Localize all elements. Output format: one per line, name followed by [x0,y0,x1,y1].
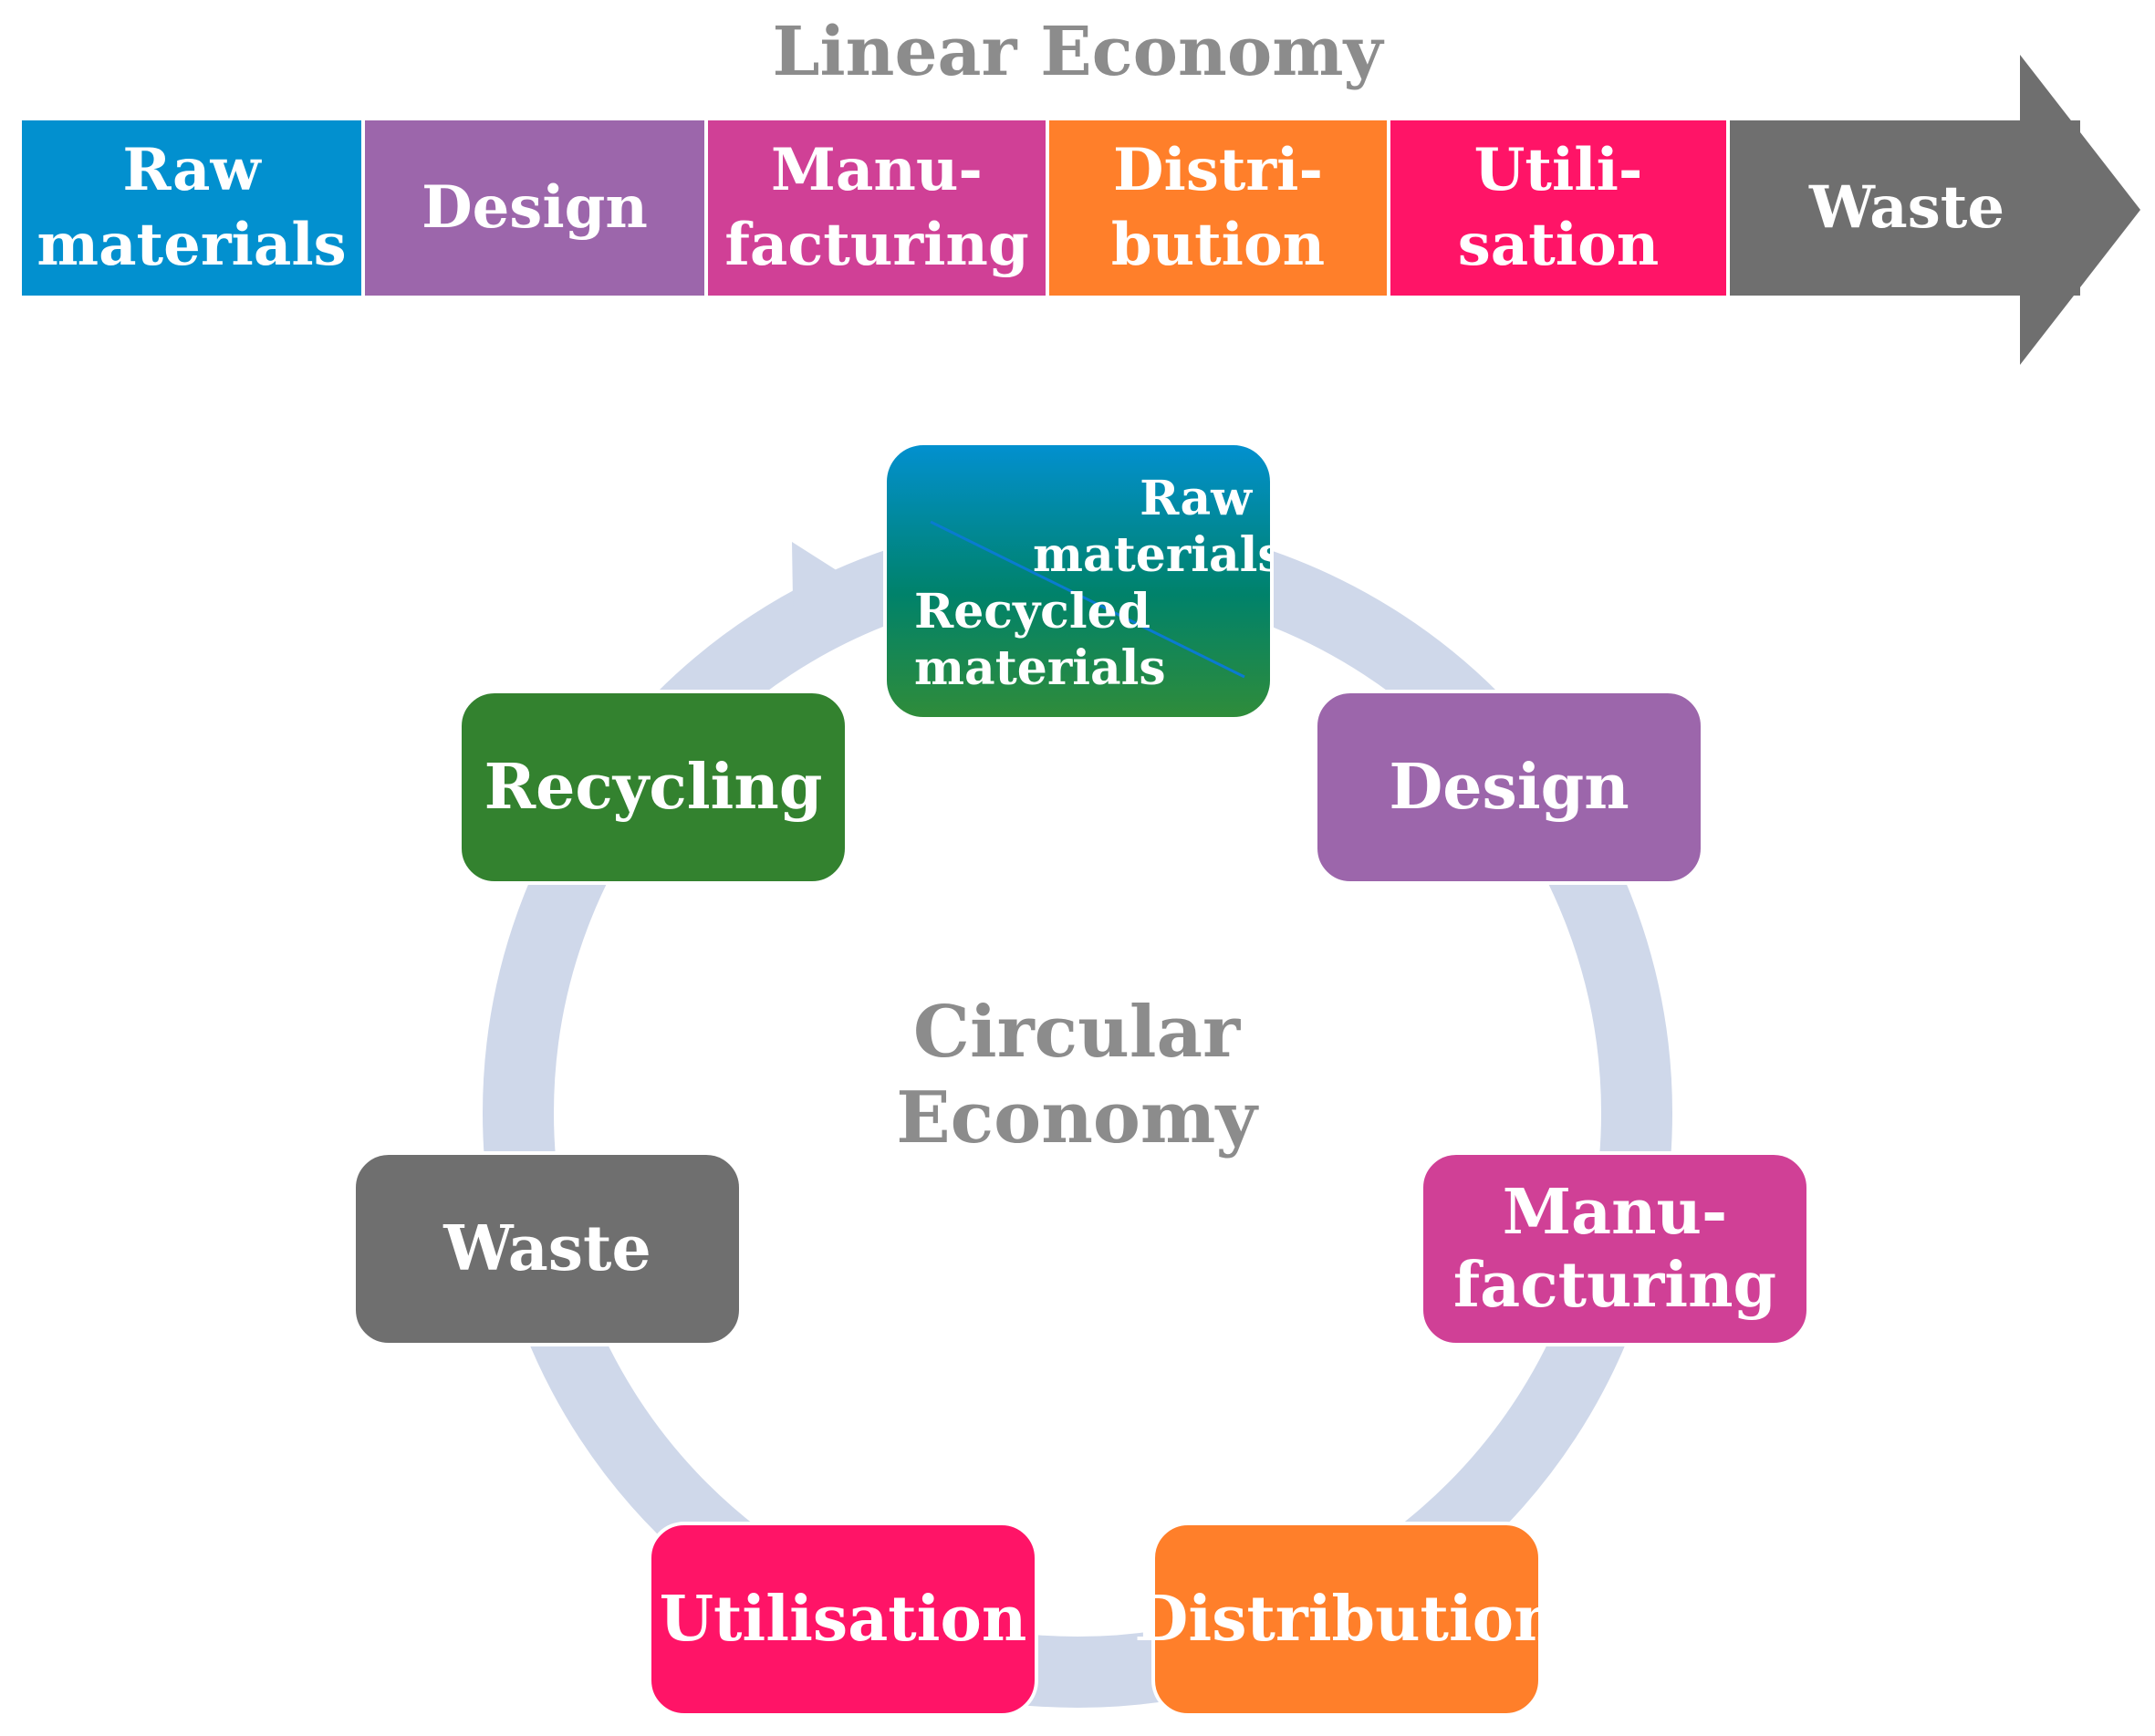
linear-step-distribution: Distri- bution [1049,120,1387,296]
circular-step-recycling: Recycling [458,690,848,885]
circular-step-manufacturing: Manu- facturing [1420,1151,1810,1346]
ring-arrow-head [792,542,872,657]
linear-step-waste: Waste [1733,120,2080,296]
linear-step-utilisation: Utili- sation [1390,120,1726,296]
raw-materials-label: Raw materials [1033,471,1274,583]
materials-divider [930,520,1245,679]
circular-step-design: Design [1314,690,1704,885]
linear-step-design: Design [365,120,704,296]
circular-step-utilisation: Utilisation [648,1522,1038,1717]
circular-economy-title: Circular Economy [896,991,1257,1159]
recycled-materials-label: Recycled materials [914,584,1166,696]
linear-step-manufacturing: Manu- facturing [708,120,1046,296]
raw-recycled-materials-box: Raw materials Recycled materials [883,442,1274,721]
circular-step-waste: Waste [352,1151,743,1346]
linear-economy-title: Linear Economy [772,13,1383,91]
circular-step-distribution: Distribution [1134,1522,1559,1717]
linear-step-raw-materials: Raw materials [22,120,361,296]
